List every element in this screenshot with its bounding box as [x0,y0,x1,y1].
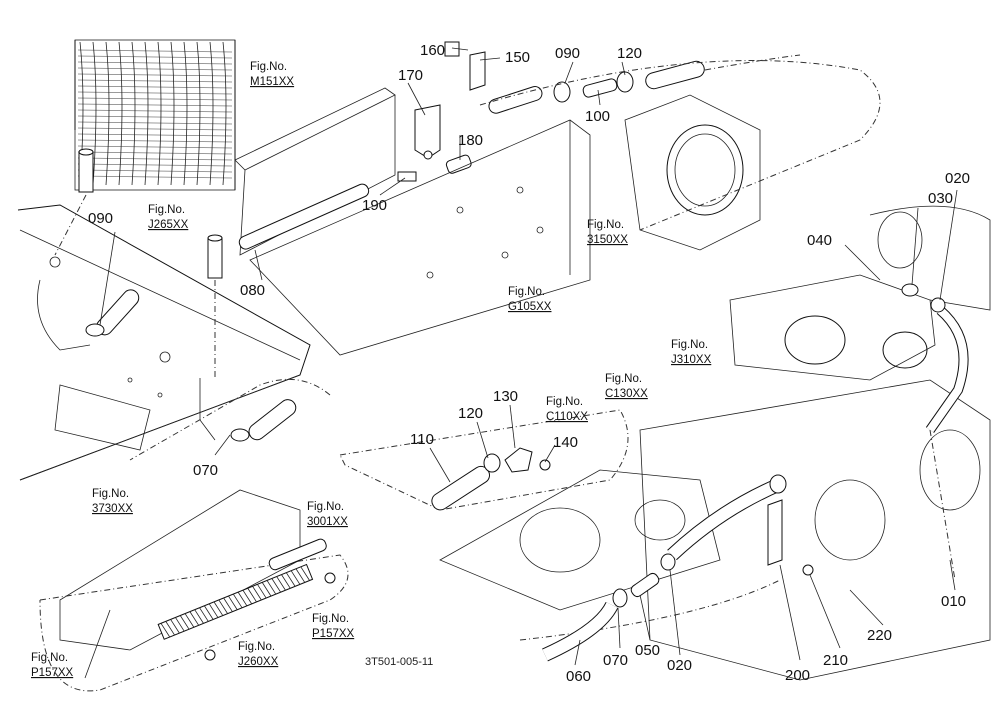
lower-hoses [542,474,814,662]
part-label-020-bottom: 020 [667,657,692,674]
fig-label-m151: Fig.No. [250,61,287,73]
part-label-220: 220 [867,627,892,644]
fig-ref-c110: C110XX [546,411,588,423]
part-label-110: 110 [410,431,434,448]
fig-label-c130: Fig.No. [605,373,642,385]
part-label-210: 210 [823,652,848,669]
fig-label-c110: Fig.No. [546,396,583,408]
fig-ref-j310: J310XX [671,354,712,366]
fig-label-j265: Fig.No. [148,204,185,216]
fig-ref-c130: C130XX [605,388,648,400]
fig-label-3001: Fig.No. [307,501,344,513]
fig-ref-3001: 3001XX [307,516,348,528]
part-label-070-left: 070 [193,462,218,479]
left-hoses [54,148,297,442]
part-label-010: 010 [941,593,966,610]
part-label-120-mid: 120 [458,405,483,422]
fig-ref-3730: 3730XX [92,503,133,515]
center-casting-drawing [431,447,721,611]
part-label-150: 150 [505,49,530,66]
part-label-090-left: 090 [88,210,113,227]
part-label-200: 200 [785,667,810,684]
tank-bracket-drawing [234,87,472,256]
center-frame-drawing [249,119,591,356]
fig-ref-j260: J260XX [238,656,279,668]
fig-ref-p157-left: P157XX [31,667,74,679]
part-label-140: 140 [553,434,578,451]
fig-ref-j265: J265XX [148,219,189,231]
frame-panel-drawing [17,204,311,481]
part-label-060: 060 [566,668,591,685]
housing-3150-drawing [624,94,761,251]
fig-label-g105: Fig.No. [508,286,545,298]
fig-ref-3150: 3150XX [587,234,628,246]
fig-ref-p157-right: P157XX [312,628,355,640]
part-label-170: 170 [398,67,423,84]
part-label-130: 130 [493,388,518,405]
fig-ref-g105: G105XX [508,301,552,313]
figure-reference-labels: Fig.No. M151XX Fig.No. J265XX Fig.No. 31… [31,61,712,679]
radiator-drawing [74,39,236,191]
part-number-labels: 160 150 090 120 100 170 180 190 080 090 … [88,42,970,685]
part-label-020-top: 020 [945,170,970,187]
fig-ref-m151: M151XX [250,76,294,88]
fig-label-p157-right: Fig.No. [312,613,349,625]
rail-assembly-drawing [59,489,336,661]
top-fittings [444,41,801,114]
part-label-190: 190 [362,197,387,214]
part-label-080: 080 [240,282,265,299]
fig-label-3730: Fig.No. [92,488,129,500]
part-label-100: 100 [585,108,610,125]
part-label-050: 050 [635,642,660,659]
part-label-120-top: 120 [617,45,642,62]
fig-label-j260: Fig.No. [238,641,275,653]
part-label-090-top: 090 [555,45,580,62]
part-label-030: 030 [928,190,953,207]
engine-block-drawing [639,205,991,681]
fig-label-j310: Fig.No. [671,339,708,351]
document-id: 3T501-005-11 [365,656,433,668]
part-label-160: 160 [420,42,445,59]
part-label-040: 040 [807,232,832,249]
fig-label-3150: Fig.No. [587,219,624,231]
part-label-070-right: 070 [603,652,628,669]
fig-label-p157-left: Fig.No. [31,652,68,664]
leader-lines [84,47,958,679]
part-label-180: 180 [458,132,483,149]
